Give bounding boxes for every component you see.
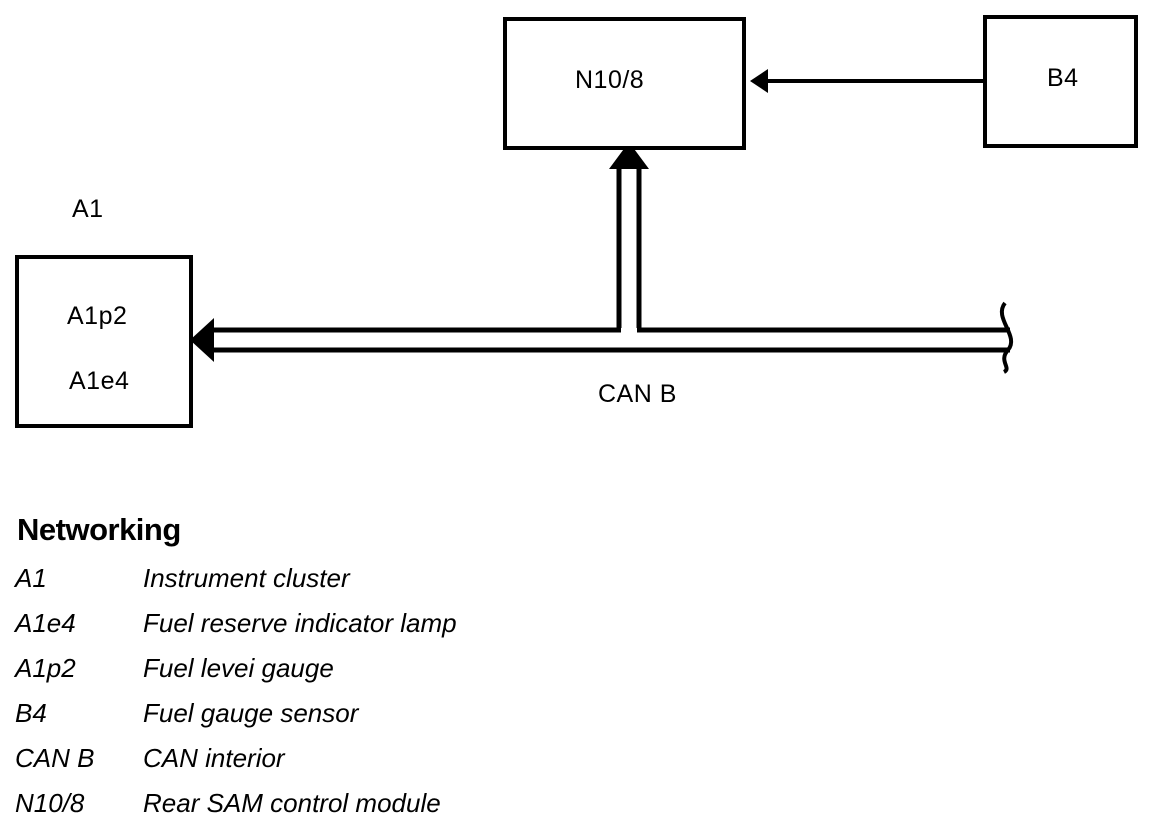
can-b-to-n10-arrowhead [609, 142, 649, 169]
n10-8-box: N10/8 [503, 17, 746, 150]
legend-code: B4 [15, 698, 47, 728]
legend-code: A1e4 [15, 608, 76, 638]
legend-item: A1p2 Fuel levei gauge [15, 646, 715, 691]
legend-code: A1 [15, 563, 47, 593]
legend-description: Fuel reserve indicator lamp [143, 608, 457, 638]
legend-item: CAN B CAN interior [15, 736, 715, 781]
legend-description: Fuel gauge sensor [143, 698, 359, 728]
a1p2-label: A1p2 [67, 302, 128, 330]
legend-title: Networking [17, 512, 181, 547]
legend-item: A1 Instrument cluster [15, 556, 715, 601]
can-b-label: CAN B [598, 380, 677, 408]
networking-diagram: N10/8 B4 A1 A1p2 A1e4 CAN B [15, 15, 1138, 428]
can-b-continuation-mark [999, 301, 1014, 374]
can-b-to-a1-arrowhead [190, 318, 214, 362]
legend-description: Rear SAM control module [143, 788, 441, 818]
b4-to-n10-arrowhead [750, 69, 768, 93]
b4-label: B4 [1047, 64, 1079, 92]
legend-code: CAN B [15, 743, 95, 773]
a1e4-label: A1e4 [69, 367, 130, 395]
legend-item: A1e4 Fuel reserve indicator lamp [15, 601, 715, 646]
a1-box: A1p2 A1e4 [15, 255, 193, 428]
legend-description: Fuel levei gauge [143, 653, 334, 683]
legend-code: N10/8 [15, 788, 85, 818]
a1-label: A1 [72, 195, 104, 223]
connection-lines [190, 69, 1014, 374]
legend-code: A1p2 [15, 653, 76, 683]
legend-description: Instrument cluster [143, 563, 350, 593]
b4-box: B4 [983, 15, 1138, 148]
legend-item: N10/8 Rear SAM control module [15, 781, 715, 826]
legend-item: B4 Fuel gauge sensor [15, 691, 715, 736]
n10-8-label: N10/8 [575, 66, 645, 94]
legend-description: CAN interior [143, 743, 285, 773]
